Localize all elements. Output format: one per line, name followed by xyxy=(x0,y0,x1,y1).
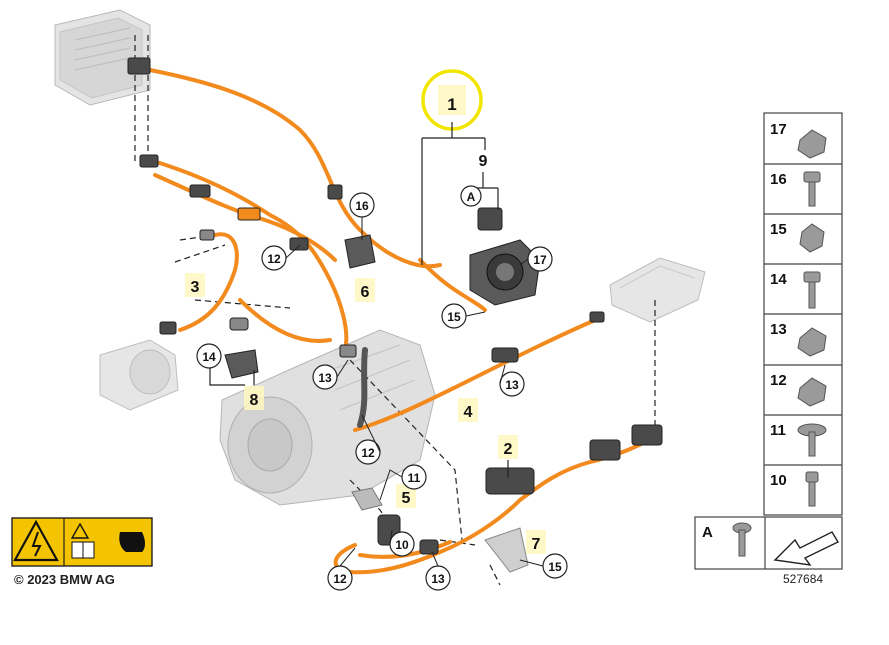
part-label-12-middle[interactable]: 12 xyxy=(361,446,375,460)
part-label-4[interactable]: 4 xyxy=(464,404,473,421)
parts-list-item-16[interactable]: 16 xyxy=(770,171,787,188)
parts-list-table: 17 16 15 14 13 12 11 10 xyxy=(763,112,843,516)
part-label-12-bottom[interactable]: 12 xyxy=(333,572,347,586)
part-label-11[interactable]: 11 xyxy=(408,471,421,485)
sub-label-a[interactable]: A xyxy=(467,190,476,204)
ground-lead xyxy=(357,347,368,428)
part-label-15-top[interactable]: 15 xyxy=(447,310,461,324)
bolt-short-icon xyxy=(803,271,821,283)
part-label-2[interactable]: 2 xyxy=(504,441,513,458)
detail-a-box: A xyxy=(694,516,843,570)
hv-warning-decal xyxy=(11,517,153,567)
nut-flange-icon xyxy=(797,129,827,159)
parts-list-item-14[interactable]: 14 xyxy=(770,271,787,288)
part-label-17[interactable]: 17 xyxy=(533,253,547,267)
part-label-12-top[interactable]: 12 xyxy=(267,252,281,266)
part-label-6[interactable]: 6 xyxy=(361,284,370,301)
part-label-13-right[interactable]: 13 xyxy=(505,378,519,392)
bolt-icon xyxy=(803,171,821,183)
electric-compressor xyxy=(99,339,179,411)
screw-a-icon xyxy=(732,522,752,557)
lightning-bolt-icon xyxy=(31,531,42,557)
electronics-unit-top-left xyxy=(54,9,151,106)
hv-cables xyxy=(148,68,662,575)
transmission-housing xyxy=(219,329,436,506)
part-label-14[interactable]: 14 xyxy=(202,350,216,364)
part-label-9[interactable]: 9 xyxy=(479,153,488,170)
view-direction-arrow-icon xyxy=(773,531,839,566)
power-electronics-right xyxy=(609,257,706,323)
part-label-3[interactable]: 3 xyxy=(191,279,200,296)
part-label-13-bottom[interactable]: 13 xyxy=(431,572,445,586)
part-label-8[interactable]: 8 xyxy=(250,392,259,409)
part-label-13-left[interactable]: 13 xyxy=(318,371,332,385)
flange-nut-icon xyxy=(797,377,827,407)
hv-socket-assembly xyxy=(469,239,541,306)
parts-list-item-15[interactable]: 15 xyxy=(770,221,787,238)
parts-list-item-10[interactable]: 10 xyxy=(770,472,787,489)
part-label-10[interactable]: 10 xyxy=(395,538,409,552)
detail-a-label[interactable]: A xyxy=(702,524,713,541)
parts-list-item-13[interactable]: 13 xyxy=(770,321,787,338)
connectors xyxy=(127,57,663,555)
hand-warning-icon xyxy=(119,532,145,552)
part-label-16[interactable]: 16 xyxy=(355,199,369,213)
part-label-5[interactable]: 5 xyxy=(402,490,411,507)
nut-icon xyxy=(799,223,825,253)
copyright-text: © 2023 BMW AG xyxy=(14,572,115,587)
brackets xyxy=(224,234,529,573)
part-label-7[interactable]: 7 xyxy=(532,536,541,553)
caution-triangle-icon xyxy=(70,522,90,539)
parts-list-item-11[interactable]: 11 xyxy=(770,422,786,439)
parts-list-item-12[interactable]: 12 xyxy=(770,372,787,389)
stud-icon xyxy=(805,471,819,483)
hex-nut-icon xyxy=(797,327,827,357)
part-label-1[interactable]: 1 xyxy=(447,95,456,114)
parts-list-item-17[interactable]: 17 xyxy=(770,121,787,138)
part-callouts: 1 9 A 2 3 4 5 6 7 8 xyxy=(185,69,568,591)
part-label-15-bottom[interactable]: 15 xyxy=(548,560,562,574)
drawing-number: 527684 xyxy=(783,572,823,586)
